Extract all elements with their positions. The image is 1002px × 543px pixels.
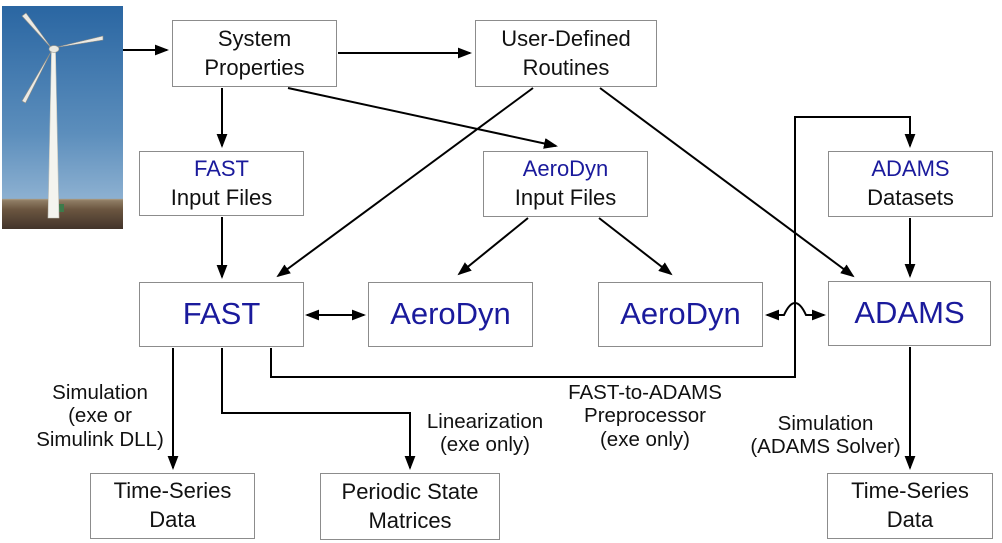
edge-label-line: FAST-to-ADAMS (568, 381, 722, 404)
node-fast-input-files: FAST Input Files (139, 151, 304, 216)
node-periodic-state-matrices: Periodic State Matrices (320, 473, 500, 540)
sky (2, 6, 123, 202)
node-label-program: ADAMS (854, 295, 965, 331)
node-aerodyn-right: AeroDyn (598, 282, 763, 347)
node-label: Time-Series (851, 478, 969, 504)
edge-label-simulation-adams-solver: Simulation (ADAMS Solver) (733, 412, 918, 459)
edge-label-line: Simulink DLL) (36, 427, 164, 451)
base-structure (58, 204, 64, 212)
arrow-fast-to-periodic-state-matrices (221, 348, 416, 470)
arrow-user-defined-routines-to-adams (599, 87, 855, 278)
node-label: Data (149, 507, 196, 532)
wind-turbine-photo (2, 6, 123, 229)
edge-label-line: Simulation (52, 381, 148, 404)
node-label: User-Defined (501, 25, 631, 51)
node-time-series-data-left: Time-Series Data (90, 473, 255, 539)
node-label-program: AeroDyn (390, 296, 511, 332)
node-label: Data (886, 507, 934, 532)
edge-label-linearization: Linearization (exe only) (400, 410, 570, 457)
edge-label-line: (ADAMS Solver) (750, 435, 901, 459)
node-aerodyn-left: AeroDyn (368, 282, 533, 347)
edge-label-line: Preprocessor (584, 404, 706, 428)
arrow-aerodyn-input-files-to-aerodyn-left (457, 217, 529, 276)
node-label: Time-Series (113, 478, 232, 504)
node-system-properties: System Properties (172, 20, 337, 87)
node-label: Input Files (170, 184, 273, 210)
turbine-blade-right (52, 35, 104, 49)
node-label: Routines (522, 54, 610, 80)
node-aerodyn-input-files: AeroDyn Input Files (483, 151, 648, 217)
node-label-program: AeroDyn (522, 156, 609, 182)
node-fast: FAST (139, 282, 304, 347)
node-label: Matrices (368, 507, 452, 533)
arrow-aerodyn-input-files-to-aerodyn-right (598, 217, 673, 276)
arrow-fast-preprocessor-to-adams-datasets (270, 116, 916, 378)
edge-label-simulation-exe: Simulation (exe or Simulink DLL) (20, 381, 180, 451)
node-label-program: ADAMS (871, 156, 950, 182)
arrow-user-defined-routines-to-fast (276, 87, 534, 278)
edge-label-line: Simulation (777, 412, 874, 435)
node-label: Periodic State (341, 478, 479, 504)
arrow-system-properties-to-aerodyn-input-files (287, 87, 558, 149)
node-label-program: FAST (193, 155, 249, 181)
edge-label-line: (exe only) (439, 433, 530, 457)
turbine-blade-upper-left (21, 12, 54, 51)
ground (2, 199, 123, 229)
node-label: Properties (204, 54, 305, 80)
node-label: Datasets (867, 185, 954, 210)
node-label-program: AeroDyn (620, 296, 741, 332)
edge-label-line: (exe or (68, 404, 132, 428)
node-label: System (217, 25, 292, 51)
edge-label-line: Linearization (426, 410, 544, 433)
edge-label-fast-to-adams-preprocessor: FAST-to-ADAMS Preprocessor (exe only) (557, 381, 733, 451)
node-adams: ADAMS (828, 281, 991, 346)
turbine-blade-lower-left (21, 49, 53, 104)
node-time-series-data-right: Time-Series Data (827, 473, 993, 539)
node-adams-datasets: ADAMS Datasets (828, 151, 993, 217)
node-label-program: FAST (182, 296, 261, 332)
edge-label-line: (exe only) (599, 427, 690, 451)
node-label: Input Files (514, 185, 617, 210)
turbine-nacelle (48, 45, 60, 53)
node-user-defined-routines: User-Defined Routines (475, 20, 657, 87)
